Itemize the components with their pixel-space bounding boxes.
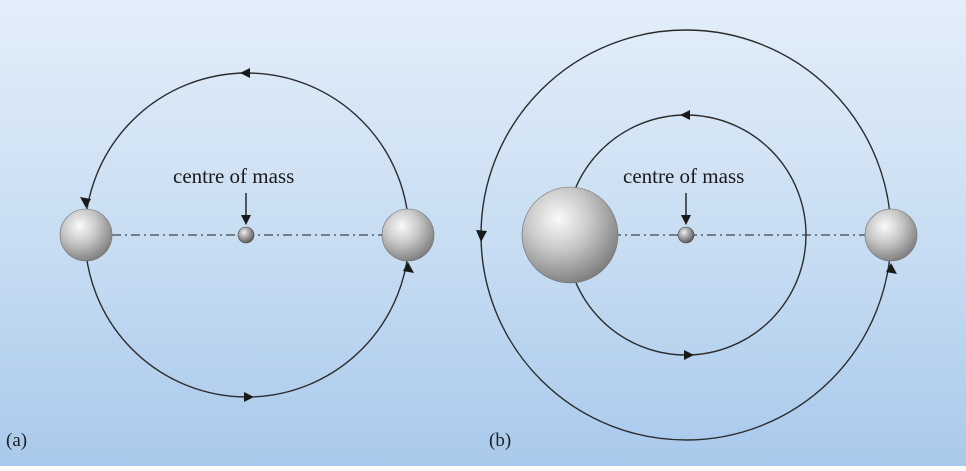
body-right-a [381, 208, 435, 262]
centre-of-mass-dot-b [677, 226, 695, 244]
orbit-arrow-a-left [80, 197, 91, 208]
centre-pointer-arrowhead-a [241, 215, 251, 225]
panel-label-a: (a) [6, 430, 28, 451]
centre-of-mass-label-a: centre of mass [173, 164, 295, 188]
orbit-arrow-a-top [240, 68, 250, 78]
panel-label-b: (b) [489, 430, 512, 451]
centre-pointer-arrowhead-b [681, 215, 691, 225]
inner-orbit-arrow-top [680, 110, 690, 120]
centre-of-mass-label-b: centre of mass [623, 164, 745, 188]
outer-orbit-arrow-right [886, 263, 897, 274]
orbit-arrow-a-bottom [244, 392, 254, 402]
outer-orbit-arrow-left [476, 230, 487, 242]
orbit-arrow-a-right [403, 262, 414, 273]
centre-of-mass-dot-a [237, 226, 255, 244]
body-left-a [59, 208, 113, 262]
inner-orbit-arrow-bottom [684, 350, 694, 360]
panel-a [59, 68, 435, 402]
panel-b [476, 29, 918, 441]
small-body-b [864, 208, 918, 262]
large-body-b [521, 186, 619, 284]
